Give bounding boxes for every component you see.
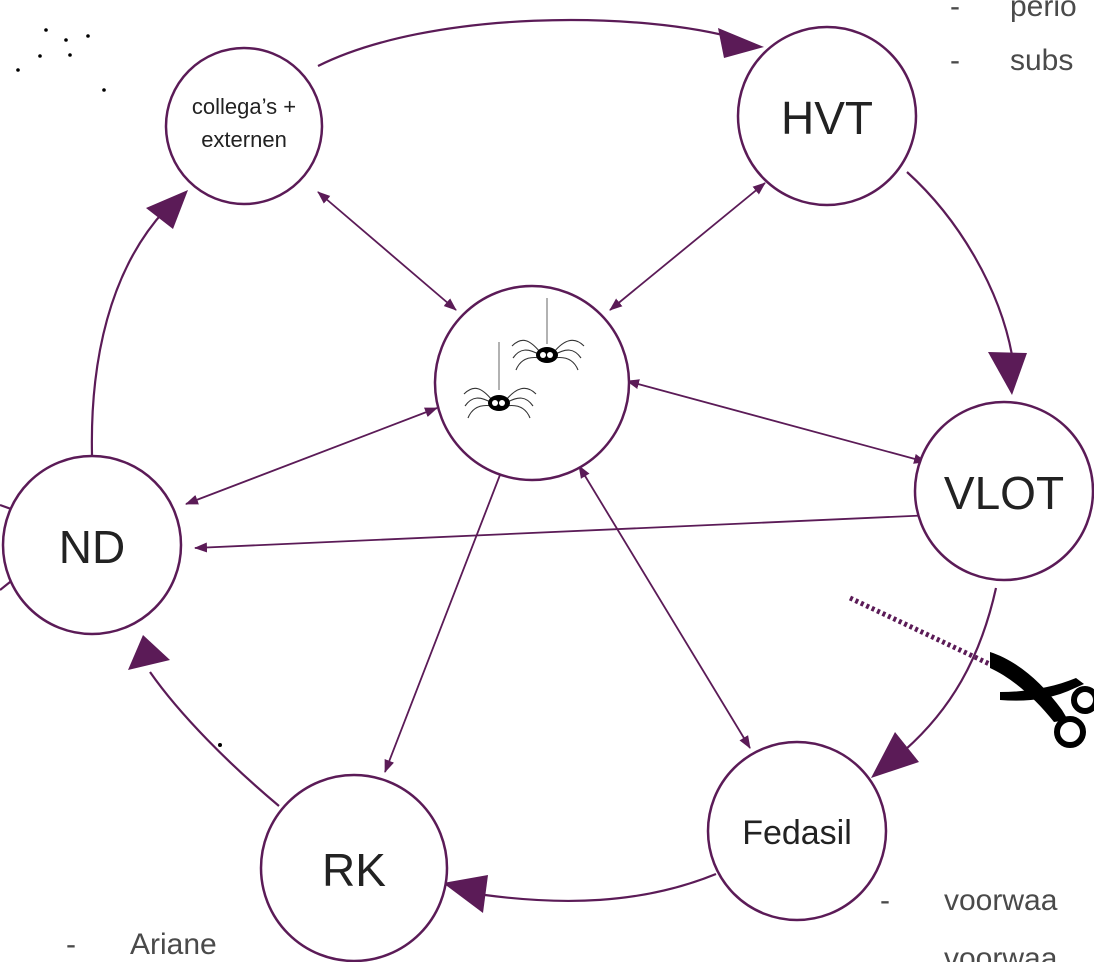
note-bottom-left: - Ariane [66,928,217,961]
note-bottom-right: - voorwaa voorwaa [880,884,1058,962]
node-center[interactable] [433,284,631,482]
arrowhead-collega [146,190,188,229]
node-collega-label-1: collega’s + [192,94,296,119]
node-rk[interactable]: RK [259,773,449,962]
node-fedasil[interactable]: Fedasil [706,740,888,922]
spoke-center-fedasil [578,465,751,749]
cycle-arrows [0,18,1027,913]
node-vlot-label: VLOT [944,467,1064,519]
spider-icon [463,342,537,419]
note-bullet: - [66,928,76,961]
spoke-center-vlot [626,379,927,464]
arrow-fedasil-to-rk [484,872,717,903]
arrowhead-fedasil [871,732,919,778]
node-collega-label-2: externen [201,127,287,152]
spoke-nd-vlot [194,509,957,553]
note-bottom-left-line-1: Ariane [130,928,217,961]
note-bullet: - [880,884,890,917]
node-hvt-label: HVT [781,92,873,144]
spoke-center-nd [185,407,438,505]
note-top-right-line-1: perio [1010,0,1077,23]
arrowhead-nd [128,635,170,670]
node-hvt[interactable]: HVT [736,25,918,207]
scissors-icon [990,652,1094,748]
arrowhead-rk [443,875,488,913]
note-bullet: - [950,44,960,77]
spoke-arrows [185,182,957,773]
arrow-vlot-to-fedasil [904,587,998,751]
decorative-dots [16,28,222,747]
arrow-hvt-to-vlot [906,171,1014,356]
spoke-center-hvt [609,182,766,311]
arrow-rk-to-nd [149,671,280,807]
node-collega[interactable]: collega’s + externen [164,46,324,206]
node-nd[interactable]: ND [1,454,183,636]
node-nd-label: ND [59,521,125,573]
note-top-right-line-2: subs [1010,44,1073,77]
node-vlot[interactable]: VLOT [913,400,1094,582]
arrow-nd-to-collega [90,209,166,456]
node-rk-label: RK [322,844,386,896]
spoke-center-collega [317,191,457,311]
arrowhead-vlot [988,352,1027,395]
arrowhead-hvt [718,28,764,58]
note-top-right: - perio - subs [950,0,1077,77]
note-bottom-right-line-2: voorwaa [944,942,1058,962]
note-bullet: - [950,0,960,23]
spider-icon [511,298,585,371]
note-bottom-right-line-1: voorwaa [944,884,1058,917]
node-fedasil-label: Fedasil [742,814,852,852]
arrow-collega-to-hvt [317,18,743,67]
spoke-center-rk [384,461,506,773]
cut-line [848,595,1038,689]
